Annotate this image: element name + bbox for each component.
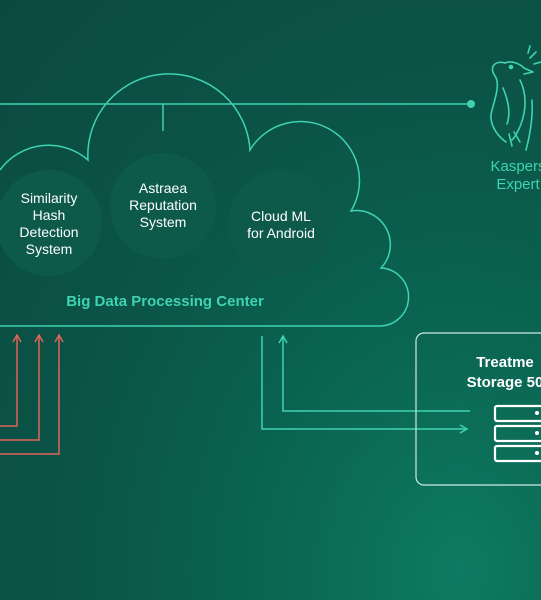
storage-label-line: Treatme <box>476 354 534 371</box>
cloud-outline <box>0 73 410 327</box>
expert-label-line: Expert <box>496 176 540 193</box>
bubble-similarity-hash-label: Similarity Hash Detection System <box>2 190 96 258</box>
bubble-astraea <box>110 153 216 259</box>
label-line: Similarity <box>20 190 78 206</box>
label-line: for Android <box>247 225 315 241</box>
label-line: Detection <box>19 224 79 240</box>
storage-label: Treatme Storage 50 <box>445 353 541 393</box>
storage-connectors <box>261 334 470 434</box>
red-arrows <box>0 333 64 455</box>
server-icon-leds <box>535 411 539 455</box>
label-line: Reputation <box>129 197 197 213</box>
bubble-astraea-label: Astraea Reputation System <box>116 180 210 231</box>
bubble-cloud-ml <box>228 170 334 276</box>
woodpecker-icon <box>490 45 541 151</box>
label-line: Cloud ML <box>251 208 311 224</box>
storage-box <box>415 332 541 486</box>
storage-label-line: Storage 50 <box>466 374 541 391</box>
bubble-similarity-hash <box>0 170 102 276</box>
bubble-cloud-ml-label: Cloud ML for Android <box>232 208 330 242</box>
expert-label: Kaspers Expert <box>478 158 541 194</box>
label-line: Astraea <box>138 180 188 196</box>
expert-label-line: Kaspers <box>490 158 541 175</box>
connector-dot <box>467 100 475 108</box>
label-line: System <box>139 214 187 230</box>
label-line: System <box>25 241 73 257</box>
label-line: Hash <box>32 207 66 223</box>
server-icon <box>493 404 541 463</box>
big-data-center-label: Big Data Processing Center <box>66 293 264 310</box>
